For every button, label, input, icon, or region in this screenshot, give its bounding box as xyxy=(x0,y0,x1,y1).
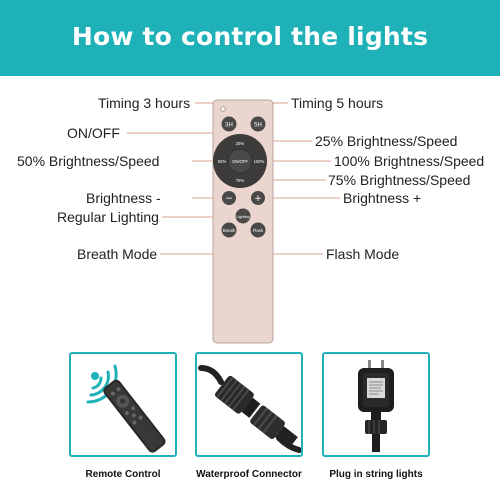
svg-text:3H: 3H xyxy=(225,123,233,129)
svg-text:Breath: Breath xyxy=(223,228,236,233)
callout-plus: Brightness + xyxy=(343,190,422,206)
callout-minus: Brightness - xyxy=(86,190,161,206)
waterproof-connector-icon xyxy=(198,365,301,453)
panel-waterproof-connector xyxy=(195,352,303,457)
brightness-plus-button: + xyxy=(251,191,265,205)
caption-remote-control: Remote Control xyxy=(85,469,161,480)
callout-100: 100% Brightness/Speed xyxy=(334,153,485,169)
svg-text:ON/OFF: ON/OFF xyxy=(232,159,248,164)
svg-text:5H: 5H xyxy=(254,123,262,129)
plug-adapter-icon xyxy=(358,360,394,452)
callout-breath: Breath Mode xyxy=(77,246,158,262)
svg-text:100%: 100% xyxy=(254,159,265,164)
svg-text:25%: 25% xyxy=(236,141,245,146)
svg-text:Lighting: Lighting xyxy=(236,215,249,219)
flash-mode-button: Flash xyxy=(250,222,266,238)
callout-on-off: ON/OFF xyxy=(67,125,120,141)
regular-lighting-button: Lighting xyxy=(235,208,251,224)
svg-text:−: − xyxy=(225,194,233,204)
callout-25: 25% Brightness/Speed xyxy=(315,133,458,149)
svg-text:50%: 50% xyxy=(218,159,227,164)
remote-control-icon xyxy=(86,364,166,453)
timer-3h-button: 3H xyxy=(221,116,237,132)
caption-plug-adapter: Plug in string lights xyxy=(329,469,423,480)
callout-50: 50% Brightness/Speed xyxy=(17,153,160,169)
callout-75: 75% Brightness/Speed xyxy=(328,172,471,188)
svg-text:75%: 75% xyxy=(236,178,245,183)
panel-plug-adapter xyxy=(322,352,430,457)
svg-text:Flash: Flash xyxy=(253,228,264,233)
callout-timing-5: Timing 5 hours xyxy=(291,95,384,111)
callout-lighting: Regular Lighting xyxy=(57,209,159,225)
panel-remote-control xyxy=(69,352,177,457)
breath-mode-button: Breath xyxy=(221,222,237,238)
callout-timing-3: Timing 3 hours xyxy=(98,95,191,111)
callout-flash: Flash Mode xyxy=(326,246,400,262)
svg-text:+: + xyxy=(254,194,262,204)
page-title: How to control the lights xyxy=(71,22,429,51)
brightness-dial: ON/OFF 25% 50% 100% 75% xyxy=(213,134,267,188)
caption-waterproof-connector: Waterproof Connector xyxy=(196,469,302,480)
brightness-minus-button: − xyxy=(222,191,236,205)
header-banner: How to control the lights xyxy=(0,0,500,76)
timer-5h-button: 5H xyxy=(250,116,266,132)
indicator-led xyxy=(220,106,226,112)
